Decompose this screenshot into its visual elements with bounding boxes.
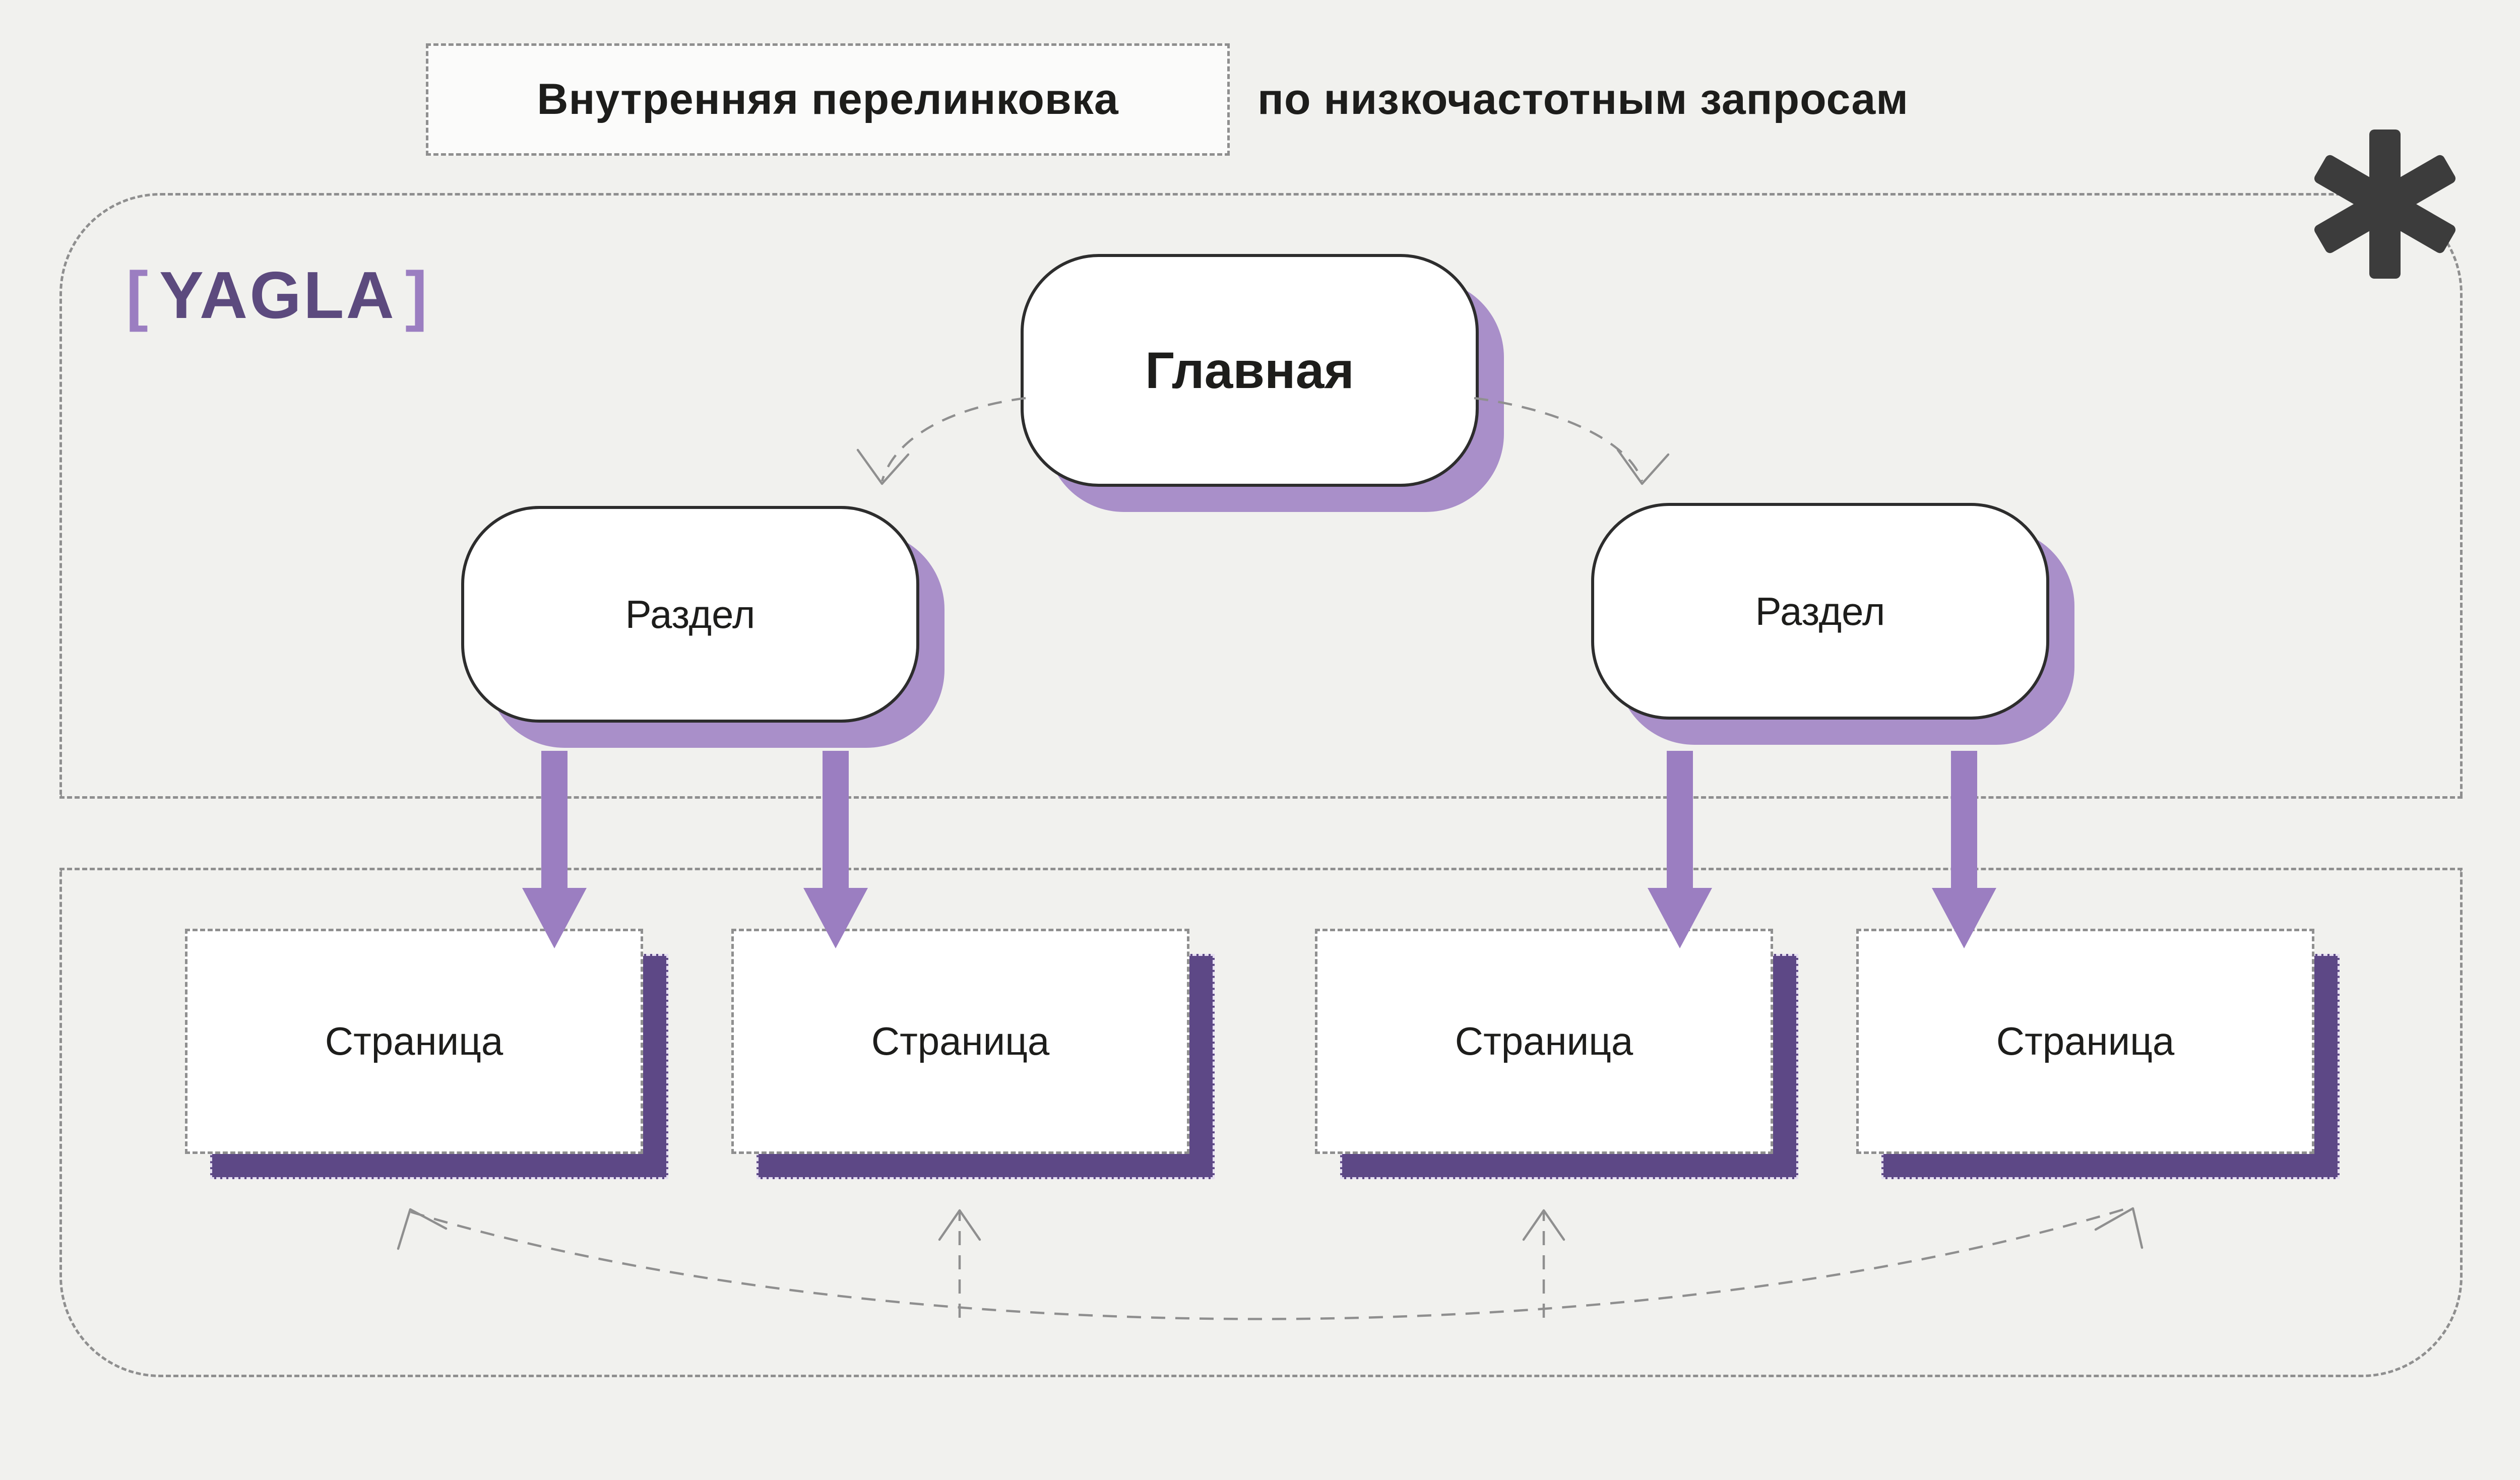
logo-bracket-right: ] [405, 258, 429, 332]
node-page-4: Страница [1856, 929, 2340, 1179]
node-page-4-face: Страница [1856, 929, 2314, 1154]
logo-name: YAGLA [159, 258, 396, 332]
title-boxed-text: Внутренняя перелинковка [537, 75, 1119, 123]
node-section-right-face: Раздел [1591, 503, 2049, 720]
node-page-1-face: Страница [185, 929, 643, 1154]
node-main: Главная [1021, 254, 1504, 512]
node-page-3: Страница [1315, 929, 1798, 1179]
node-page-1: Страница [185, 929, 668, 1179]
node-main-label: Главная [1145, 341, 1354, 399]
logo-bracket-left: [ [126, 258, 150, 332]
title-bar: Внутренняя перелинковка по низкочастотны… [426, 43, 1909, 156]
upper-dashed-container [59, 193, 2463, 799]
node-page-2: Страница [731, 929, 1215, 1179]
title-suffix-text: по низкочастотным запросам [1257, 75, 1909, 123]
lower-dashed-container [59, 868, 2463, 1377]
node-section-right-label: Раздел [1755, 589, 1885, 633]
title-boxed: Внутренняя перелинковка [426, 43, 1230, 156]
yagla-logo: [YAGLA] [126, 257, 429, 333]
node-section-left-label: Раздел [625, 592, 755, 636]
node-page-1-label: Страница [325, 1019, 503, 1063]
node-section-left: Раздел [461, 506, 944, 748]
node-main-face: Главная [1021, 254, 1479, 487]
node-page-2-face: Страница [731, 929, 1189, 1154]
node-page-4-label: Страница [1996, 1019, 2175, 1063]
node-section-right: Раздел [1591, 503, 2074, 745]
node-page-2-label: Страница [871, 1019, 1050, 1063]
node-section-left-face: Раздел [461, 506, 919, 723]
node-page-3-label: Страница [1455, 1019, 1633, 1063]
node-page-3-face: Страница [1315, 929, 1773, 1154]
